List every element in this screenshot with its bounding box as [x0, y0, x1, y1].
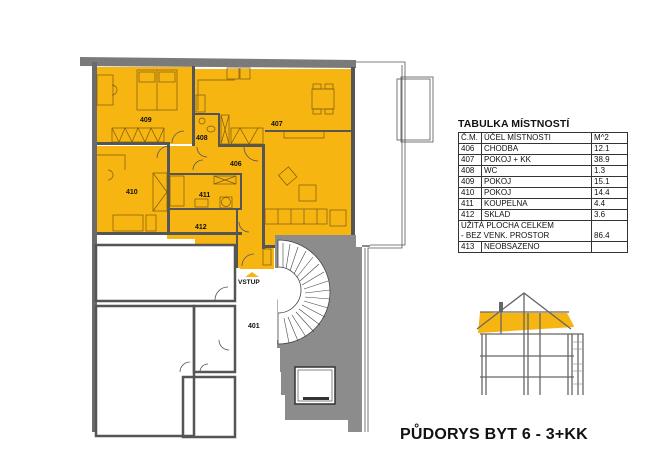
room-area: 3.6 — [591, 209, 628, 221]
table-row: 407 POKOJ + KK 38.9 — [458, 154, 628, 166]
adjacent-doors — [179, 286, 230, 373]
room-label-407: 407 — [271, 121, 283, 128]
building-section-diagram — [476, 292, 584, 395]
summary-area: 86.4 — [591, 220, 628, 242]
room-table-panel: TABULKA MÍSTNOSTÍ Č.M. ÚČEL MÍSTNOSTI M^… — [458, 118, 628, 253]
room-table: Č.M. ÚČEL MÍSTNOSTI M^2 406 CHODBA 12.1 … — [458, 132, 628, 253]
room-area: 12.1 — [591, 143, 628, 155]
summary-label-line1: UŽITÁ PLOCHA CELKEM — [461, 221, 554, 230]
furniture — [96, 67, 347, 266]
table-row: 413 NEOBSAZENO — [458, 241, 628, 253]
room-label-410: 410 — [126, 189, 138, 196]
room-label-401: 401 — [248, 323, 260, 330]
header-room-number: Č.M. — [458, 132, 482, 144]
room-number: 409 — [458, 176, 482, 188]
room-label-411: 411 — [199, 192, 210, 199]
table-header-row: Č.M. ÚČEL MÍSTNOSTI M^2 — [458, 132, 628, 144]
room-label-408: 408 — [196, 135, 208, 142]
room-label-409: 409 — [140, 117, 152, 124]
room-purpose: POKOJ — [481, 187, 592, 199]
exterior-wall-left — [92, 62, 97, 432]
room-area: 4.4 — [591, 198, 628, 210]
room-purpose: POKOJ — [481, 176, 592, 188]
table-row: 410 POKOJ 14.4 — [458, 187, 628, 199]
room-number: 407 — [458, 154, 482, 166]
room-number: 412 — [458, 209, 482, 221]
room-purpose: NEOBSAZENO — [481, 241, 592, 253]
room-label-412: 412 — [195, 224, 207, 231]
exterior-outline-right — [356, 61, 434, 432]
room-number: 408 — [458, 165, 482, 177]
room-area: 1.3 — [591, 165, 628, 177]
entrance-arrow-icon — [245, 272, 259, 277]
room-purpose: KOUPELNA — [481, 198, 592, 210]
room-purpose: CHODBA — [481, 143, 592, 155]
room-purpose: SKLAD — [481, 209, 592, 221]
doors — [156, 130, 259, 267]
header-area: M^2 — [591, 132, 628, 144]
table-row: 408 WC 1.3 — [458, 165, 628, 177]
exterior-wall-top — [80, 57, 356, 68]
header-room-purpose: ÚČEL MÍSTNOSTI — [481, 132, 592, 144]
room-number: 410 — [458, 187, 482, 199]
summary-label: UŽITÁ PLOCHA CELKEM - BEZ VENK. PROSTOR — [458, 220, 592, 242]
table-row: 406 CHODBA 12.1 — [458, 143, 628, 155]
table-row: 412 SKLAD 3.6 — [458, 209, 628, 221]
table-summary-row: UŽITÁ PLOCHA CELKEM - BEZ VENK. PROSTOR … — [458, 220, 628, 242]
room-area: 14.4 — [591, 187, 628, 199]
entrance-label: VSTUP — [238, 279, 260, 286]
room-purpose: WC — [481, 165, 592, 177]
room-number: 413 — [458, 241, 482, 253]
room-area: 38.9 — [591, 154, 628, 166]
room-area: 15.1 — [591, 176, 628, 188]
summary-label-line2: - BEZ VENK. PROSTOR — [461, 231, 550, 240]
table-row: 409 POKOJ 15.1 — [458, 176, 628, 188]
plan-title: PŮDORYS BYT 6 - 3+KK — [400, 426, 588, 443]
room-table-title: TABULKA MÍSTNOSTÍ — [458, 118, 570, 130]
elevator-shaft — [294, 366, 336, 405]
adjacent-units — [94, 243, 237, 439]
room-label-406: 406 — [230, 161, 242, 168]
spiral-staircase — [277, 239, 331, 345]
room-number: 411 — [458, 198, 482, 210]
room-area — [591, 241, 628, 253]
table-row: 411 KOUPELNA 4.4 — [458, 198, 628, 210]
room-number: 406 — [458, 143, 482, 155]
room-purpose: POKOJ + KK — [481, 154, 592, 166]
